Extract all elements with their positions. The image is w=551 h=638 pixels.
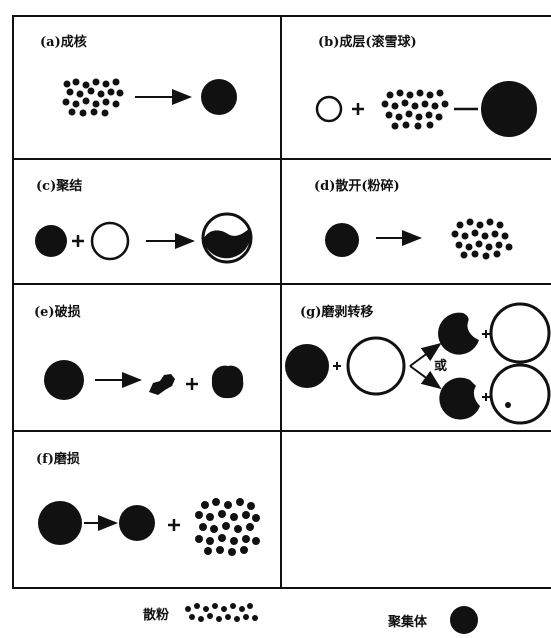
- panel-e-breakage: (e)破损: [34, 304, 243, 400]
- legend-agglomerate-label: 聚集体: [387, 614, 428, 630]
- powder-cluster-icon: [195, 498, 260, 556]
- agglomerate-icon: [325, 223, 359, 257]
- plus-icon: [333, 362, 341, 370]
- agglomerate-icon: [35, 225, 67, 257]
- powder-cluster-icon: [382, 90, 449, 130]
- nucleus-icon: [317, 97, 341, 121]
- panel-b-layering: (b)成层(滚雪球): [317, 34, 537, 137]
- transfer-outcome-upper: [438, 304, 549, 362]
- plus-icon: [482, 330, 490, 338]
- panel-c-coalescence: (c)聚结: [35, 178, 251, 262]
- legend: 散粉 聚集体: [143, 603, 478, 634]
- fragment-icon: [212, 366, 243, 398]
- panel-f-label: (f)磨损: [36, 451, 80, 467]
- transfer-outcome-lower: [439, 365, 549, 423]
- powder-cluster-icon: [63, 79, 124, 117]
- agglomerate-icon: [285, 344, 329, 388]
- granule-icon: [348, 338, 404, 394]
- powder-cluster-icon: [452, 219, 513, 260]
- panel-d-label: (d)散开(粉碎): [314, 178, 400, 194]
- powder-legend-icon: [185, 603, 258, 622]
- panel-a-label: (a)成核: [40, 34, 87, 50]
- or-label: 或: [434, 358, 447, 374]
- large-agglomerate-icon: [481, 81, 537, 137]
- plus-icon: [352, 103, 364, 115]
- agglomerate-icon: [201, 79, 237, 115]
- plus-icon: [72, 235, 84, 247]
- plus-icon: [168, 519, 180, 531]
- panel-g-abrasion-transfer: (g)磨剥转移 或: [285, 304, 549, 423]
- legend-powder-label: 散粉: [143, 607, 169, 623]
- agglomerate-icon: [119, 505, 155, 541]
- granule-icon: [92, 223, 128, 259]
- agglomerate-legend-icon: [450, 606, 478, 634]
- panel-a-nucleation: (a)成核: [40, 34, 237, 117]
- panel-g-label: (g)磨剥转移: [300, 304, 373, 320]
- agglomerate-icon: [38, 501, 82, 545]
- agglomerate-icon: [44, 360, 84, 400]
- panel-c-label: (c)聚结: [36, 178, 82, 194]
- panel-d-disintegration: (d)散开(粉碎): [314, 178, 513, 260]
- panel-f-abrasion: (f)磨损: [36, 451, 260, 556]
- coalesced-granule-icon: [203, 214, 251, 262]
- plus-icon: [186, 378, 198, 390]
- fragment-icon: [149, 374, 175, 395]
- plus-icon: [482, 393, 490, 401]
- panel-b-label: (b)成层(滚雪球): [318, 34, 417, 50]
- panel-e-label: (e)破损: [34, 304, 81, 320]
